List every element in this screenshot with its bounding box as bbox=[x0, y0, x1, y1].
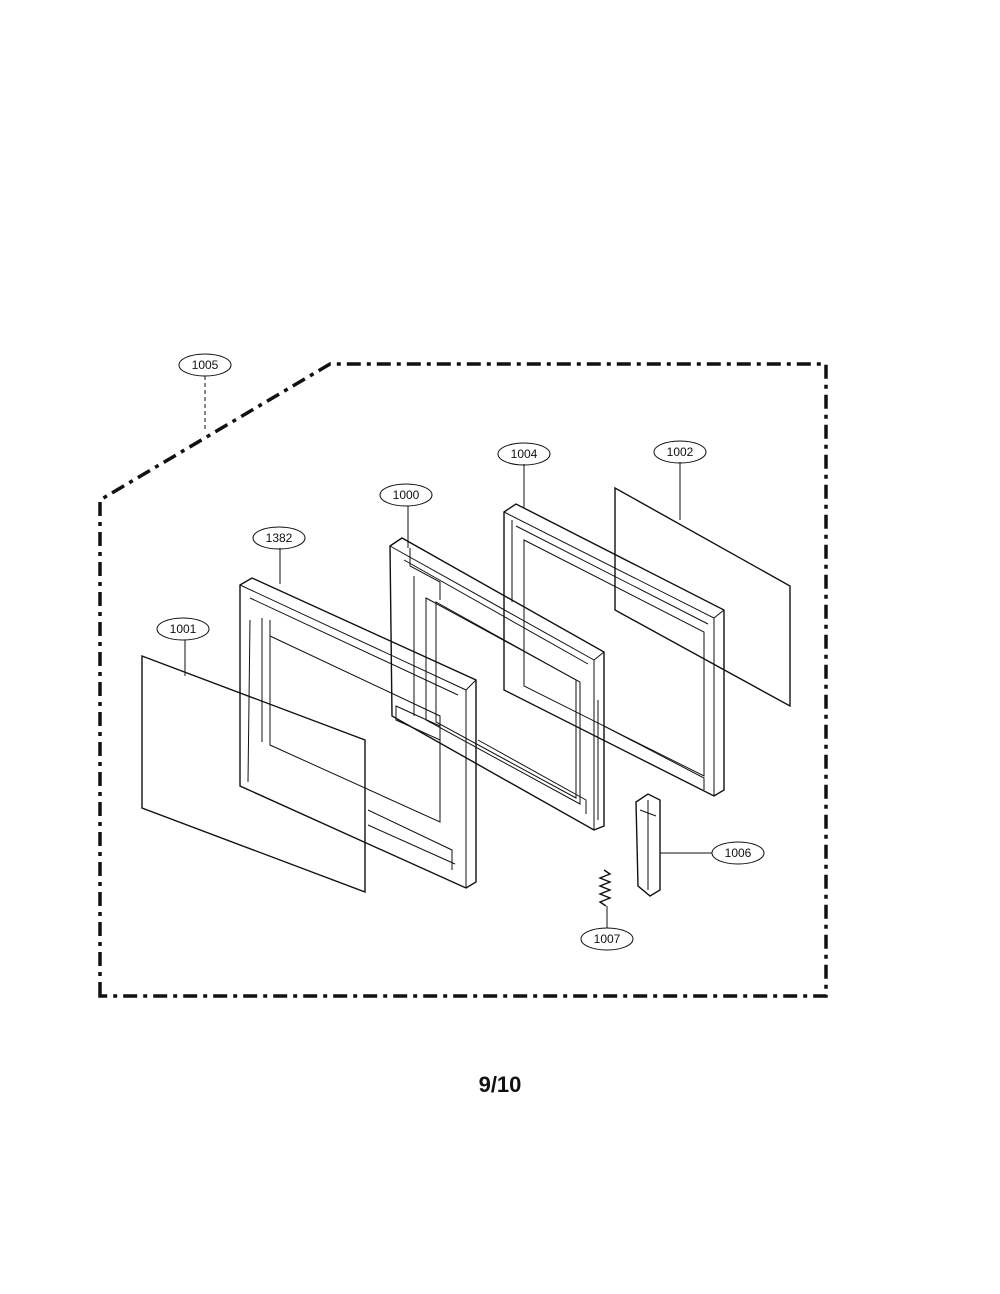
svg-text:1006: 1006 bbox=[725, 846, 752, 860]
svg-text:1382: 1382 bbox=[266, 531, 293, 545]
callout-1002: 1002 bbox=[653, 440, 707, 464]
callout-1382: 1382 bbox=[252, 526, 306, 550]
leader-lines bbox=[184, 376, 712, 928]
svg-text:1002: 1002 bbox=[667, 445, 694, 459]
svg-text:1005: 1005 bbox=[192, 358, 219, 372]
callout-1007: 1007 bbox=[580, 927, 634, 951]
callout-1006: 1006 bbox=[711, 841, 765, 865]
svg-text:1007: 1007 bbox=[594, 932, 621, 946]
part-1382-door-frame bbox=[239, 577, 477, 889]
part-1006-latch-hook bbox=[635, 793, 661, 897]
part-1007-spring bbox=[598, 869, 612, 907]
svg-text:1004: 1004 bbox=[511, 447, 538, 461]
callout-1004: 1004 bbox=[497, 442, 551, 466]
callout-1000: 1000 bbox=[379, 483, 433, 507]
page-number: 9/10 bbox=[478, 1072, 522, 1097]
svg-text:1001: 1001 bbox=[170, 622, 197, 636]
callout-1001: 1001 bbox=[156, 617, 210, 641]
part-1000-inner-frame bbox=[389, 537, 605, 831]
part-1002-rear-glass bbox=[614, 486, 791, 708]
part-1004-rear-frame bbox=[503, 503, 725, 797]
assembly-boundary bbox=[98, 362, 828, 998]
callout-1005: 1005 bbox=[178, 353, 232, 377]
svg-text:1000: 1000 bbox=[393, 488, 420, 502]
part-1001-glass bbox=[141, 654, 366, 894]
